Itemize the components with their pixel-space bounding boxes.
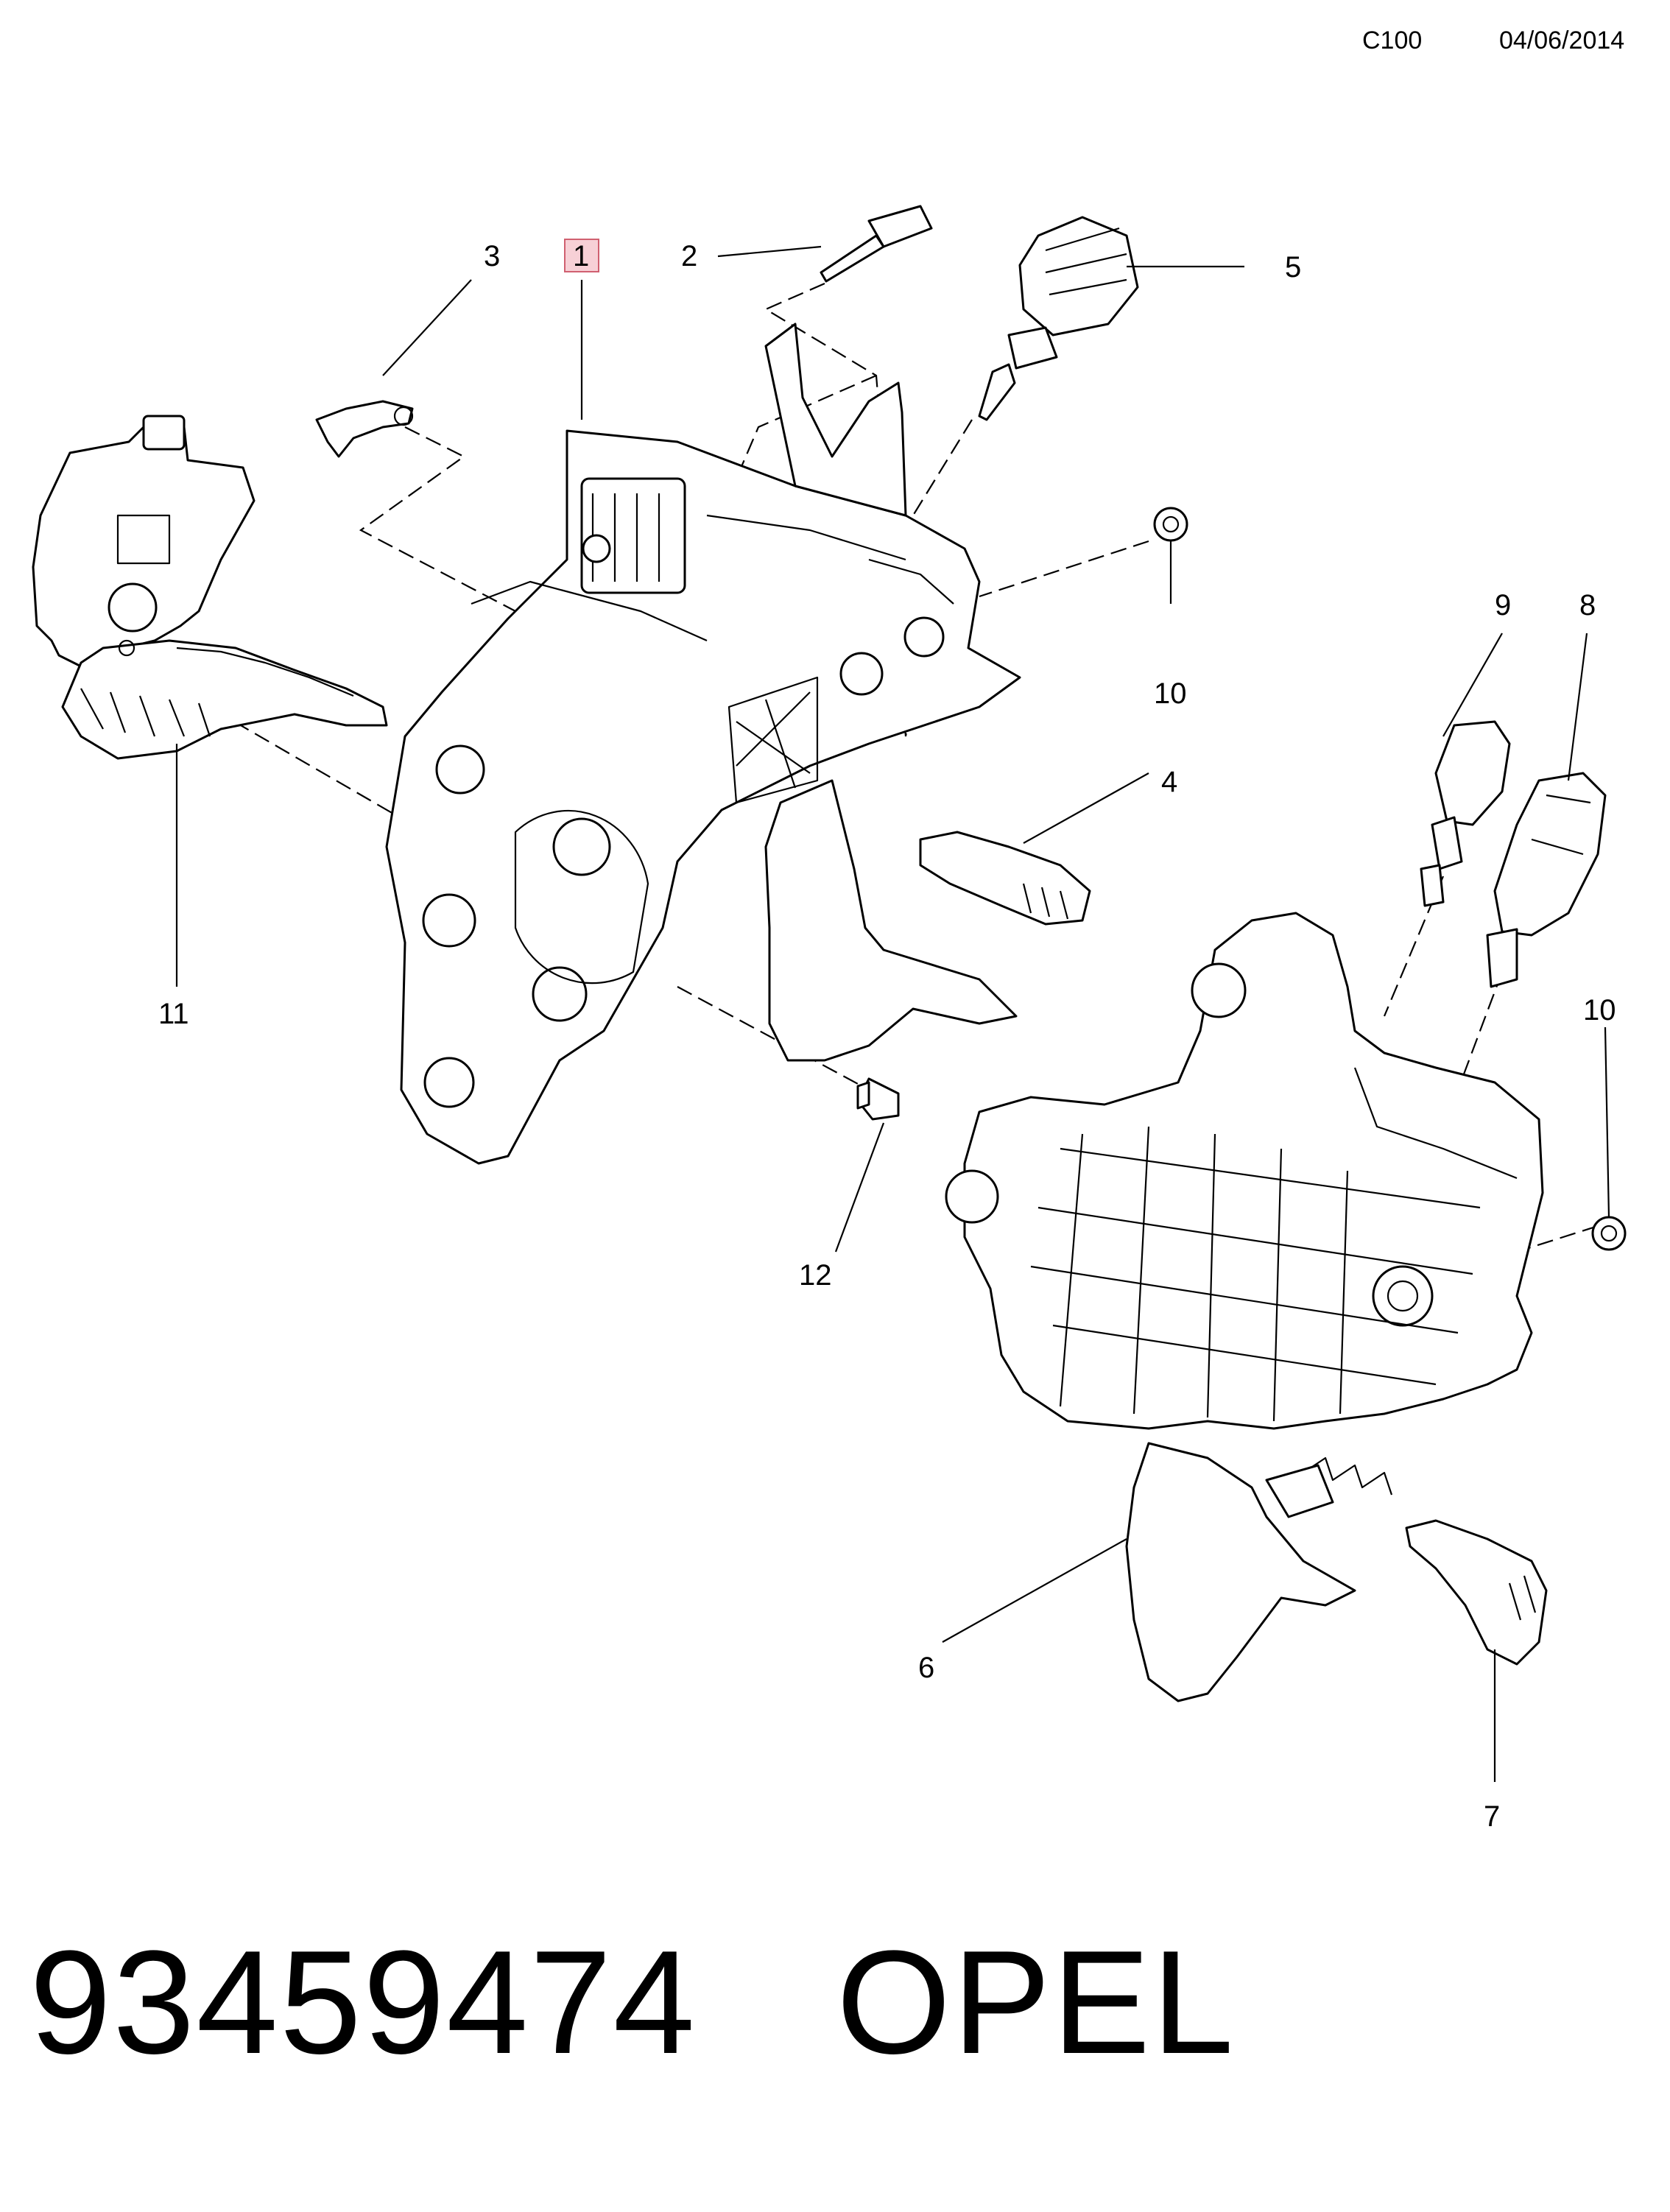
callout-2: 2 xyxy=(681,240,697,272)
callout-10-lower: 10 xyxy=(1583,994,1616,1026)
callout-8: 8 xyxy=(1579,589,1596,621)
diagram-date: 04/06/2014 xyxy=(1499,27,1625,54)
callout-3: 3 xyxy=(484,240,500,272)
exploded-parts-diagram: 1 2 3 4 5 6 7 8 9 10 10 11 12 xyxy=(32,205,1627,1833)
callout-5: 5 xyxy=(1285,251,1301,283)
clutch-switch xyxy=(1420,720,1511,907)
callout-1-highlight-box xyxy=(564,239,599,272)
callout-4: 4 xyxy=(1161,766,1177,798)
bolt xyxy=(820,205,933,283)
accelerator-pedal-module xyxy=(32,415,388,760)
clutch-pedal-bracket xyxy=(945,912,1544,1702)
callout-11: 11 xyxy=(158,998,189,1030)
clip xyxy=(315,400,414,458)
clutch-pedal-pad xyxy=(1405,1519,1548,1666)
callout-12: 12 xyxy=(799,1259,832,1292)
pedal-bracket-assembly xyxy=(385,323,1021,1165)
nut-lower xyxy=(1591,1216,1627,1251)
leader-lines xyxy=(175,245,1610,1782)
callout-9: 9 xyxy=(1495,589,1511,621)
callout-1: 1 xyxy=(573,240,589,272)
part-number: 93459474 xyxy=(29,1920,697,2085)
pedal-pad xyxy=(919,831,1091,926)
callout-10-upper: 10 xyxy=(1154,677,1187,710)
callout-7: 7 xyxy=(1484,1800,1500,1833)
callout-labels: 1 2 3 4 5 6 7 8 9 10 10 11 12 xyxy=(158,239,1616,1833)
callout-6: 6 xyxy=(918,1652,934,1684)
brake-light-switch xyxy=(978,216,1139,421)
position-sensor-switch xyxy=(1486,772,1607,988)
diagram-code: C100 xyxy=(1362,27,1423,54)
nut-upper xyxy=(1153,507,1188,542)
screw xyxy=(856,1077,900,1121)
brand-name: OPEL xyxy=(836,1920,1236,2085)
